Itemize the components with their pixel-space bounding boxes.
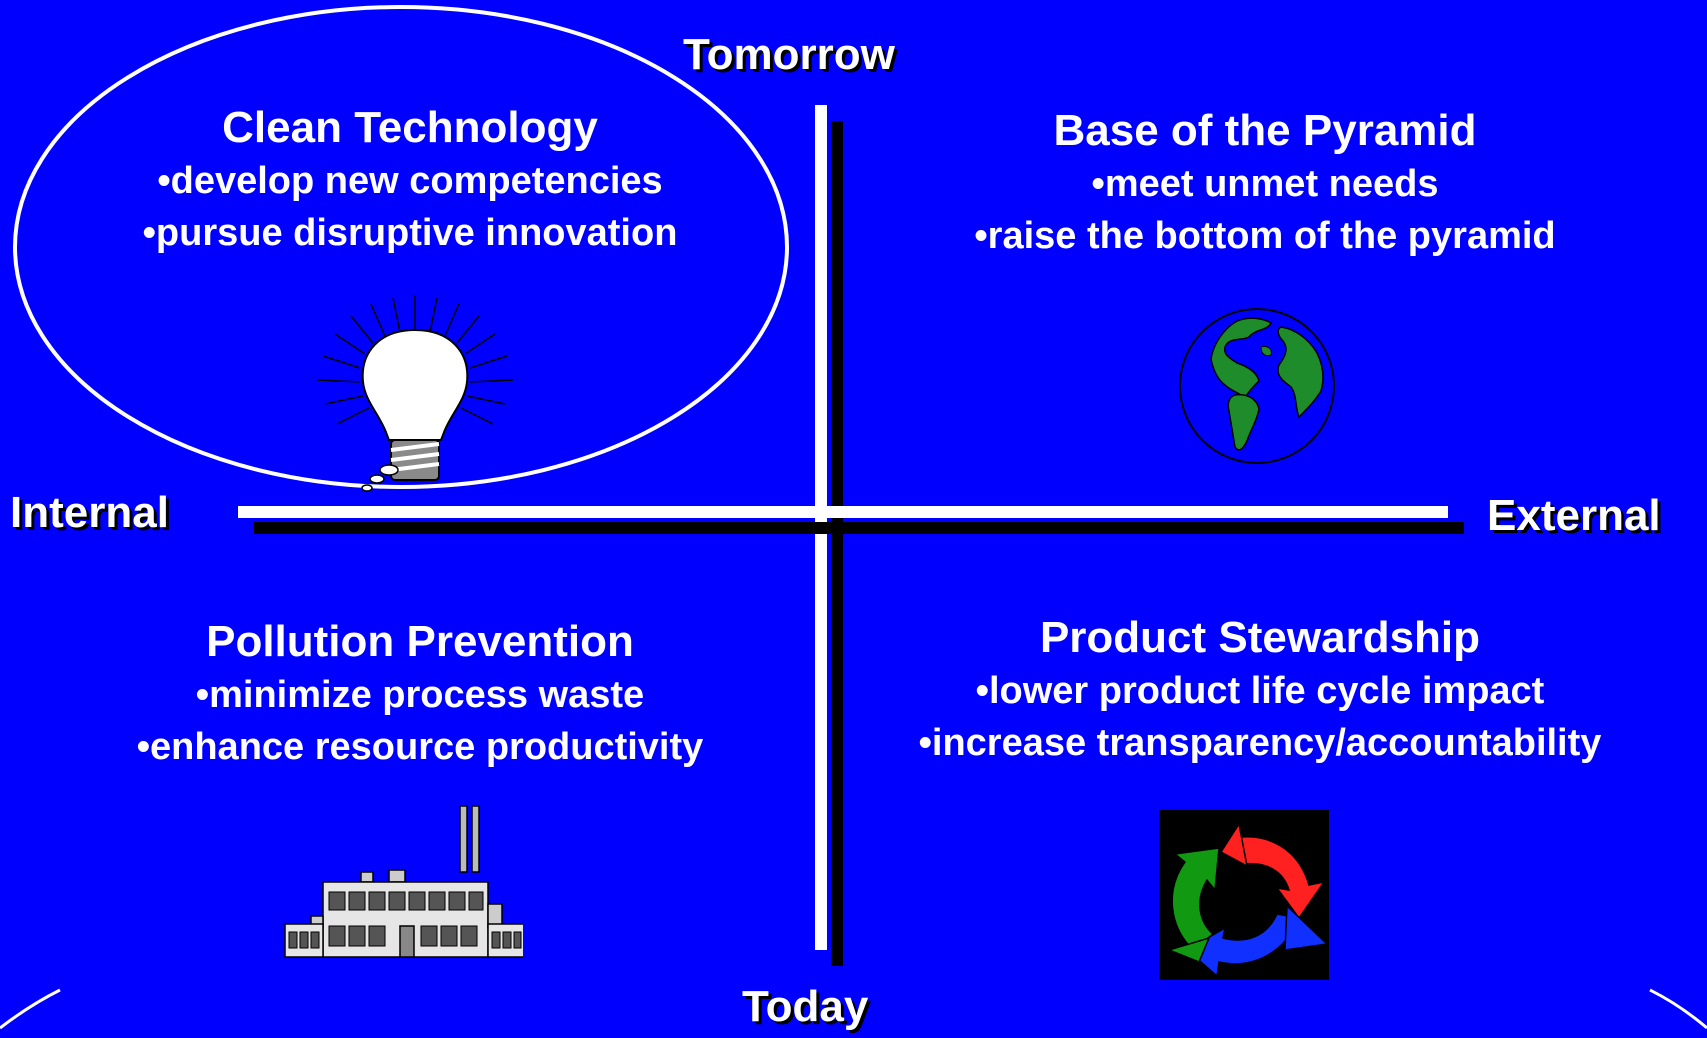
quadrant-bullet: raise the bottom of the pyramid xyxy=(905,210,1625,262)
quadrant-title: Product Stewardship xyxy=(1039,613,1481,662)
quadrant-title: Pollution Prevention xyxy=(206,617,634,666)
axis-label-external: External xyxy=(1487,491,1661,540)
quadrant-product-stewardship: Product Stewardship lower product life c… xyxy=(860,611,1660,769)
quadrant-base-of-pyramid: Base of the Pyramid meet unmet needs rai… xyxy=(905,104,1625,262)
axis-label-today: Today xyxy=(742,982,869,1031)
axis-label-tomorrow: Tomorrow xyxy=(683,30,895,79)
quadrant-bullet: lower product life cycle impact xyxy=(860,665,1660,717)
quadrant-bullet: develop new competencies xyxy=(90,155,730,207)
quadrant-title: Clean Technology xyxy=(222,103,598,152)
quadrant-clean-technology: Clean Technology develop new competencie… xyxy=(90,101,730,259)
quadrant-bullet: increase transparency/accountability xyxy=(860,717,1660,769)
globe-icon xyxy=(1179,308,1335,464)
quadrant-title: Base of the Pyramid xyxy=(1053,106,1477,155)
quadrant-bullet: meet unmet needs xyxy=(905,158,1625,210)
quadrant-pollution-prevention: Pollution Prevention minimize process wa… xyxy=(60,615,780,773)
quadrant-bullet: enhance resource productivity xyxy=(60,721,780,773)
highlight-ellipse xyxy=(13,5,789,489)
recycle-arrows-icon xyxy=(1159,810,1329,980)
quadrant-bullet: pursue disruptive innovation xyxy=(90,207,730,259)
factory-icon xyxy=(284,805,523,958)
quadrant-bullet: minimize process waste xyxy=(60,669,780,721)
lightbulb-thought-icon xyxy=(316,295,514,492)
axis-label-internal: Internal xyxy=(10,488,169,537)
